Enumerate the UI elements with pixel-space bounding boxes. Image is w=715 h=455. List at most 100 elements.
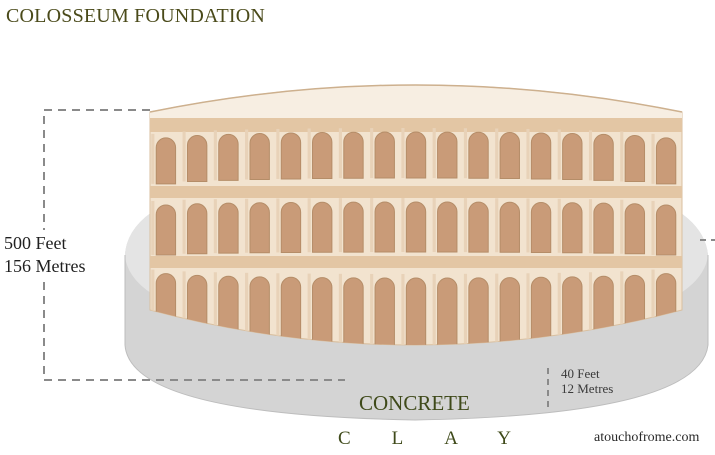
column [307,128,311,179]
column [370,128,374,179]
column [401,198,405,252]
diagram-title: COLOSSEUM FOUNDATION [6,5,266,27]
ground-label: CLAY [338,428,552,449]
column [338,198,342,253]
arch [468,277,489,345]
column [276,273,280,345]
column [526,198,530,253]
height-metres-label: 156 Metres [4,256,86,276]
arch [499,201,520,253]
arch [437,201,458,253]
arch [468,131,489,179]
arch [374,201,395,253]
column [182,199,186,254]
column [557,198,561,253]
attic-window [256,64,263,76]
column [307,273,311,345]
column [307,198,311,253]
column [651,200,655,255]
column [213,199,217,254]
arch [655,137,677,185]
arch [624,135,646,183]
column [432,198,436,253]
attic-window [506,63,513,75]
arch [437,131,458,179]
arch [280,132,302,180]
arch [405,201,427,253]
column [338,128,342,179]
column [401,274,405,345]
arch [499,277,520,345]
arch [499,132,520,180]
column [557,272,561,345]
attic-window [381,62,388,74]
column [182,131,186,182]
arch [530,201,552,253]
column [370,198,374,253]
arch [186,135,208,183]
column [213,272,217,345]
credit-text: atouchofrome.com [594,430,700,445]
column [620,131,624,182]
column [276,128,280,179]
colosseum-wall [149,62,683,346]
arch [155,137,177,185]
arch [468,201,489,253]
foundation-label: CONCRETE [359,391,470,415]
column [495,273,499,345]
column [557,129,561,180]
arch [343,201,364,253]
column [432,128,436,179]
column [495,198,499,253]
column [213,130,217,181]
column [463,128,468,179]
column [588,130,593,181]
arch [343,131,364,179]
arch [624,203,646,255]
arch [562,133,583,181]
attic-window [319,63,326,75]
column [651,269,655,345]
arch [218,133,239,181]
depth-feet-label: 40 Feet [561,366,600,381]
arch [530,132,552,180]
column [588,272,593,345]
column [588,199,593,254]
arch [405,131,427,179]
arch [218,202,239,254]
arch [155,204,177,256]
arch [593,133,614,181]
arch [374,277,395,345]
column [651,133,655,184]
column [432,273,436,345]
column [276,198,280,253]
column [370,273,374,345]
column [245,272,249,345]
column [151,200,155,255]
arch [312,132,333,180]
column [182,271,186,345]
height-dimension [43,109,345,381]
height-feet-label: 500 Feet [4,233,67,253]
column [401,128,405,178]
arch [343,277,364,345]
attic-window [194,66,201,78]
arch [593,202,614,254]
arch [405,277,427,345]
column [151,269,155,345]
column [338,273,342,345]
arch [437,277,458,345]
column [245,198,249,253]
column [620,271,624,345]
depth-metres-label: 12 Metres [561,381,614,396]
column [495,128,499,179]
arch [312,201,333,253]
arch [562,202,583,254]
attic-window [569,64,576,76]
arch [280,201,302,253]
arch [249,133,270,181]
attic-window [631,66,638,78]
arch [249,202,270,254]
arch [186,203,208,255]
